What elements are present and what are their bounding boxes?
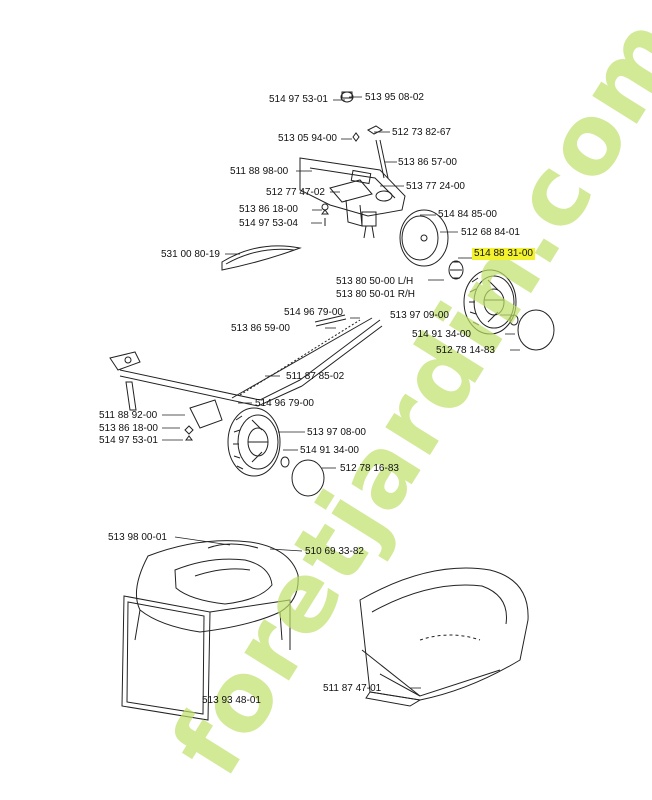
part-label: 514 84 85-00 bbox=[438, 209, 497, 220]
part-label: 511 88 92-00 bbox=[99, 410, 158, 421]
part-label: 531 00 80-19 bbox=[161, 249, 220, 260]
part-label: 514 97 53-04 bbox=[239, 218, 298, 229]
part-label-highlighted: 514 88 31-00 bbox=[472, 248, 535, 260]
part-label: 513 93 48-01 bbox=[202, 695, 261, 706]
part-label: 513 97 08-00 bbox=[307, 427, 366, 438]
rear-flap bbox=[121, 595, 291, 721]
part-label: 514 96 79-00 bbox=[284, 307, 343, 318]
part-label: 512 78 16-83 bbox=[340, 463, 399, 474]
hub-cap-left bbox=[291, 459, 325, 497]
part-label: 513 80 50-00 L/H bbox=[336, 276, 414, 287]
part-label: 514 97 53-01 bbox=[269, 94, 328, 105]
part-label: 513 80 50-01 R/H bbox=[336, 289, 415, 300]
part-label: 513 98 00-01 bbox=[108, 532, 167, 543]
front-wheel-left bbox=[227, 407, 281, 477]
part-label: 511 88 98-00 bbox=[230, 166, 289, 177]
top-fasteners bbox=[340, 91, 383, 142]
part-label: 513 77 24-00 bbox=[406, 181, 465, 192]
part-label: 514 91 34-00 bbox=[300, 445, 359, 456]
part-label: 513 86 59-00 bbox=[231, 323, 290, 334]
height-adjust-lever bbox=[109, 351, 223, 429]
washer-right bbox=[509, 314, 519, 326]
rear-axle bbox=[119, 319, 383, 407]
part-label: 512 78 14-83 bbox=[436, 345, 495, 356]
part-label: 514 97 53-01 bbox=[99, 435, 158, 446]
part-label: 513 05 94-00 bbox=[278, 133, 337, 144]
washer-left bbox=[280, 456, 290, 468]
pinion-gear bbox=[448, 260, 464, 280]
gear-housing bbox=[299, 157, 406, 239]
hub-cap-right bbox=[517, 309, 555, 351]
drive-belt bbox=[221, 245, 302, 271]
grass-bag bbox=[359, 567, 529, 707]
part-label: 512 73 82-67 bbox=[392, 127, 451, 138]
part-label: 512 77 47-02 bbox=[266, 187, 325, 198]
gear-cover bbox=[399, 209, 449, 267]
part-label: 511 87 85-02 bbox=[286, 371, 345, 382]
part-label: 514 91 34-00 bbox=[412, 329, 471, 340]
part-label: 513 95 08-02 bbox=[365, 92, 424, 103]
control-rod bbox=[375, 139, 389, 179]
bolts-left bbox=[321, 203, 329, 226]
rod bbox=[231, 317, 373, 399]
part-label: 513 86 18-00 bbox=[99, 423, 158, 434]
part-label: 513 86 57-00 bbox=[398, 157, 457, 168]
part-label: 513 86 18-00 bbox=[239, 204, 298, 215]
part-label: 512 68 84-01 bbox=[461, 227, 520, 238]
part-label: 514 96 79-00 bbox=[255, 398, 314, 409]
rear-wheel-right bbox=[463, 269, 517, 335]
part-label: 510 69 33-82 bbox=[305, 546, 364, 557]
part-label: 511 87 47-01 bbox=[323, 683, 382, 694]
engine-cover bbox=[134, 540, 299, 641]
spring-pin bbox=[314, 314, 347, 327]
fasteners-left bbox=[184, 425, 194, 441]
part-label: 513 97 09-00 bbox=[390, 310, 449, 321]
